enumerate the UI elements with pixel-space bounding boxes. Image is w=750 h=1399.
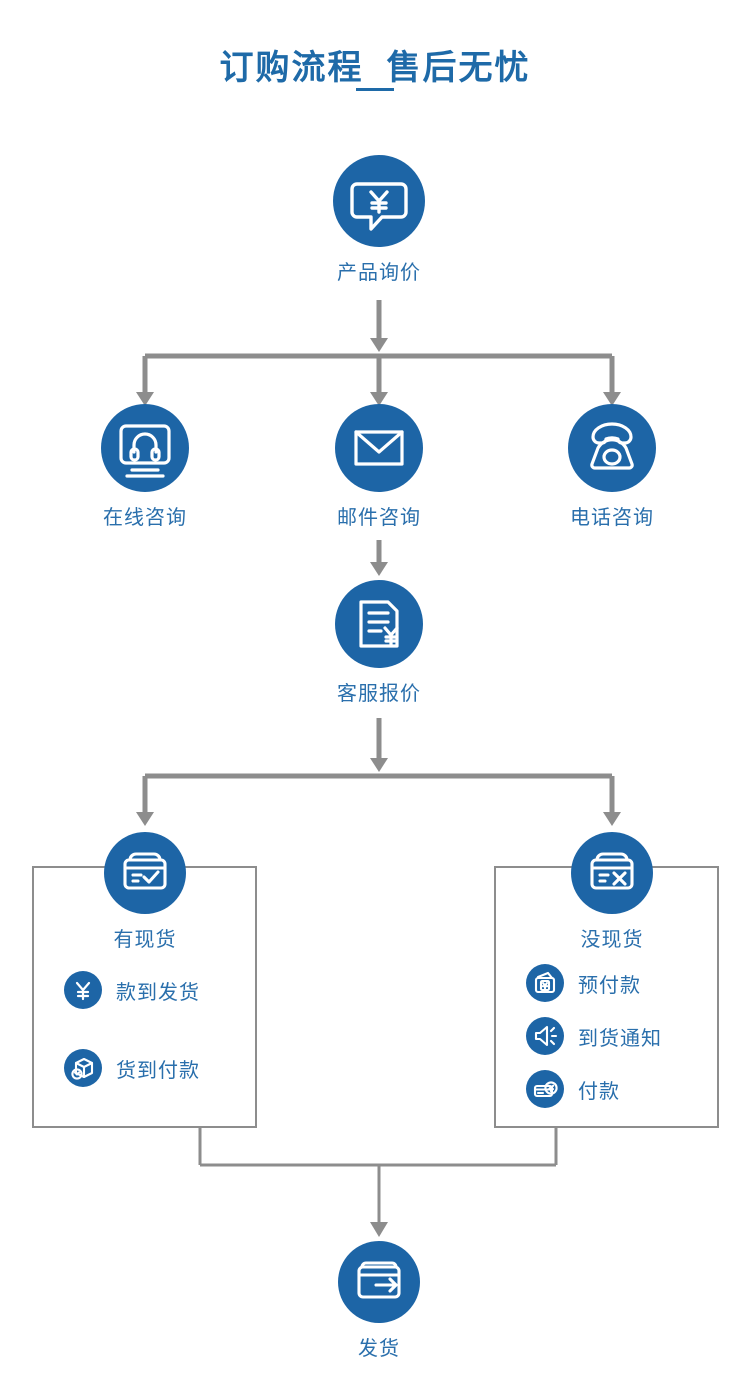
package-cube-icon (64, 1049, 102, 1087)
node-service-quote[interactable]: 客服报价 (309, 580, 449, 706)
node-label: 在线咨询 (103, 507, 187, 529)
node-product-inquiry[interactable]: 产品询价 (309, 155, 449, 285)
option-label: 款到发货 (116, 981, 200, 1004)
node-out-of-stock[interactable]: 没现货 (542, 832, 682, 952)
card-yuan-icon (526, 1070, 564, 1108)
node-label: 客服报价 (337, 683, 421, 705)
option-payment-then-ship[interactable]: 款到发货 (64, 971, 200, 1009)
page-title: 订购流程 售后无忧 (219, 49, 531, 87)
node-label: 电话咨询 (570, 507, 654, 529)
node-online-consult[interactable]: 在线咨询 (75, 404, 215, 530)
box-cross-icon (571, 832, 653, 914)
monitor-headset-icon (101, 404, 189, 492)
speaker-announce-icon (526, 1017, 564, 1055)
node-email-consult[interactable]: 邮件咨询 (309, 404, 449, 530)
node-shipment[interactable]: 发货 (309, 1241, 449, 1361)
node-label: 产品询价 (337, 262, 421, 284)
box-arrow-out-icon (338, 1241, 420, 1323)
option-prepayment[interactable]: 预付款 (526, 964, 641, 1002)
envelope-icon (335, 404, 423, 492)
box-check-icon (104, 832, 186, 914)
node-label: 发货 (358, 1338, 400, 1360)
chat-bubble-yuan-icon (333, 155, 425, 247)
option-label: 货到付款 (116, 1059, 200, 1082)
telephone-icon (568, 404, 656, 492)
option-label: 到货通知 (578, 1027, 662, 1050)
node-label: 没现货 (580, 929, 644, 951)
title-underline-dash (356, 88, 394, 91)
option-cash-on-delivery[interactable]: 货到付款 (64, 1049, 200, 1087)
node-label: 邮件咨询 (337, 507, 421, 529)
option-arrival-notice[interactable]: 到货通知 (526, 1017, 662, 1055)
option-payment[interactable]: 付款 (526, 1070, 620, 1108)
yuan-coin-icon (64, 971, 102, 1009)
option-label: 预付款 (578, 974, 641, 997)
node-phone-consult[interactable]: 电话咨询 (542, 404, 682, 530)
option-label: 付款 (578, 1080, 620, 1103)
node-in-stock[interactable]: 有现货 (75, 832, 215, 952)
wallet-yuan-icon (526, 964, 564, 1002)
node-label: 有现货 (113, 929, 177, 951)
invoice-yuan-icon (335, 580, 423, 668)
